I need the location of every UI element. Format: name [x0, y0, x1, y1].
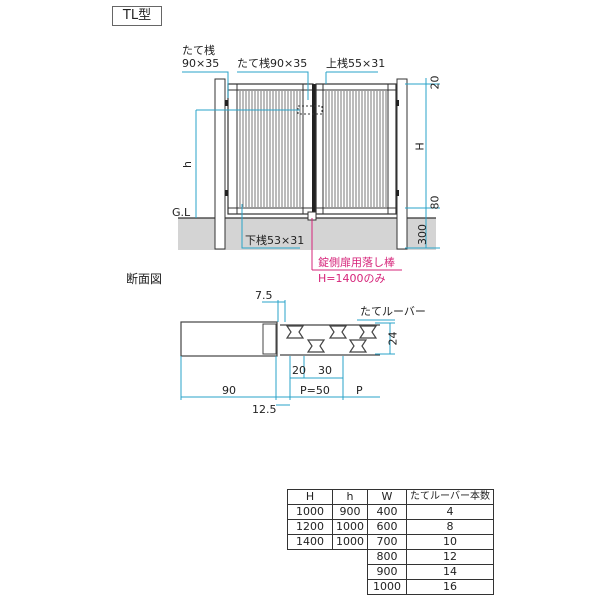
cell: 14 [406, 564, 494, 580]
cell: 700 [367, 534, 407, 550]
dim-300-label: 300 [416, 224, 429, 245]
dim-30-label: 30 [318, 364, 332, 377]
dim-7-5-label: 7.5 [255, 289, 273, 302]
center-stile [312, 84, 316, 214]
cell: 1400 [287, 534, 333, 550]
cell: 1000 [367, 579, 407, 595]
drop-rod-label-1: 錠側扉用落し棒 [318, 256, 395, 269]
stile-left-label-1: たて桟 [182, 44, 215, 57]
cell: 1200 [287, 519, 333, 535]
pitch-50-label: P=50 [300, 384, 330, 397]
section-title: 断面図 [126, 272, 163, 286]
col-louver-count: たてルーバー本数 [406, 489, 494, 505]
stile-left-label-2: 90×35 [182, 57, 220, 70]
cell: 400 [367, 504, 407, 520]
left-louvers [239, 91, 301, 207]
type-title: TL型 [112, 6, 162, 26]
pitch-label: P [356, 384, 363, 397]
cell: 4 [406, 504, 494, 520]
col-H: H [287, 489, 333, 505]
H-dim-label: H [413, 142, 427, 151]
right-louvers [325, 91, 387, 207]
center-stile-label: たて桟90×35 [237, 57, 308, 70]
drop-rod-label-2: H=1400のみ [318, 272, 386, 285]
dim-20-label: 20 [428, 75, 442, 90]
cell: 10 [406, 534, 494, 550]
cell: 600 [367, 519, 407, 535]
dim-20-section-label: 20 [292, 364, 306, 377]
cell: 8 [406, 519, 494, 535]
left-post [214, 78, 226, 250]
cell: 800 [367, 549, 407, 565]
h-dim-label: h [180, 161, 194, 168]
cell: 1000 [287, 504, 333, 520]
right-post [396, 78, 408, 250]
dim-12-5-label: 12.5 [252, 403, 277, 416]
dim-90-label: 90 [222, 384, 236, 397]
louver-label: たてルーバー [360, 305, 426, 318]
cell: 12 [406, 549, 494, 565]
col-W: W [367, 489, 407, 505]
cell: 1000 [332, 534, 368, 550]
top-rail-label: 上桟55×31 [326, 57, 386, 70]
cell: 900 [367, 564, 407, 580]
ground-line-label: G.L [172, 206, 191, 219]
dim-80-label: 80 [428, 195, 442, 210]
cell: 900 [332, 504, 368, 520]
cell: 16 [406, 579, 494, 595]
col-h: h [332, 489, 368, 505]
dim-24-label: 24 [386, 331, 400, 346]
bottom-rail-label: 下桟53×31 [245, 234, 305, 247]
cell: 1000 [332, 519, 368, 535]
